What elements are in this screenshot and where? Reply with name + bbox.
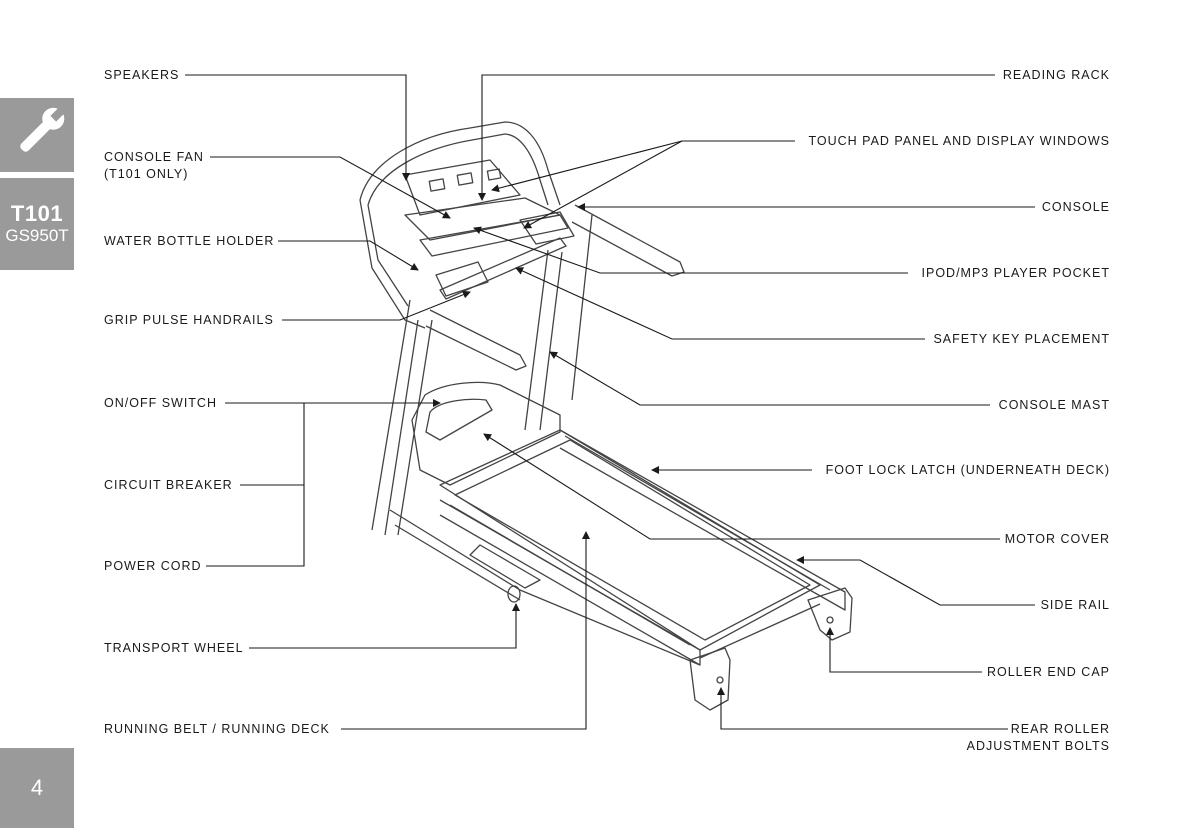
- label-adjustment-bolts: ADJUSTMENT BOLTS: [966, 739, 1110, 753]
- model-primary: T101: [10, 201, 64, 226]
- leader-side-rail: [796, 556, 1035, 606]
- label-touch-pad: TOUCH PAD PANEL AND DISPLAY WINDOWS: [808, 134, 1110, 148]
- leader-running-belt: [341, 531, 590, 730]
- label-console-fan: CONSOLE FAN: [104, 150, 204, 164]
- leader-transport: [249, 603, 520, 649]
- label-transport-wheel: TRANSPORT WHEEL: [104, 641, 244, 655]
- treadmill-drawing: [359, 121, 853, 711]
- label-roller-end-cap: ROLLER END CAP: [986, 665, 1110, 679]
- leader-console-fan: [210, 156, 451, 219]
- leader-reading-rack: [478, 74, 995, 201]
- leader-touch-pad: [491, 140, 795, 193]
- leader-console-mast: [549, 351, 990, 406]
- label-safety-key: SAFETY KEY PLACEMENT: [933, 332, 1110, 346]
- label-rear-roller: REAR ROLLER: [1010, 722, 1110, 736]
- leader-water-bottle: [278, 240, 419, 271]
- wrench-icon: [20, 107, 65, 152]
- label-foot-lock-latch: FOOT LOCK LATCH (UNDERNEATH DECK): [825, 463, 1110, 477]
- wrench-tab: [0, 98, 74, 172]
- model-tab: T101 GS950T: [0, 178, 74, 270]
- label-console: CONSOLE: [1041, 200, 1110, 214]
- leader-motor-cover: [483, 433, 1000, 540]
- label-console-fan-note: (T101 ONLY): [104, 167, 189, 181]
- label-grip-pulse-handrails: GRIP PULSE HANDRAILS: [104, 313, 274, 327]
- label-running-belt: RUNNING BELT / RUNNING DECK: [104, 722, 330, 736]
- label-ipod-pocket: IPOD/MP3 PLAYER POCKET: [921, 266, 1110, 280]
- label-water-bottle-holder: WATER BOTTLE HOLDER: [104, 234, 275, 248]
- page-number: 4: [0, 748, 74, 828]
- model-secondary: GS950T: [5, 226, 69, 245]
- leader-lines: [185, 74, 1035, 730]
- label-reading-rack: READING RACK: [1002, 68, 1110, 82]
- leader-rear-roller: [717, 687, 1008, 730]
- label-console-mast: CONSOLE MAST: [998, 398, 1110, 412]
- leader-grip-pulse: [282, 290, 471, 321]
- label-side-rail: SIDE RAIL: [1040, 598, 1110, 612]
- leader-roller-end-cap: [826, 627, 982, 673]
- leader-speakers: [185, 74, 410, 181]
- label-circuit-breaker: CIRCUIT BREAKER: [104, 478, 233, 492]
- label-power-cord: POWER CORD: [104, 559, 202, 573]
- label-on-off-switch: ON/OFF SWITCH: [104, 396, 217, 410]
- label-motor-cover: MOTOR COVER: [1004, 532, 1110, 546]
- leader-ipod: [473, 226, 908, 274]
- label-speakers: SPEAKERS: [104, 68, 180, 82]
- leader-safety-key: [515, 267, 925, 340]
